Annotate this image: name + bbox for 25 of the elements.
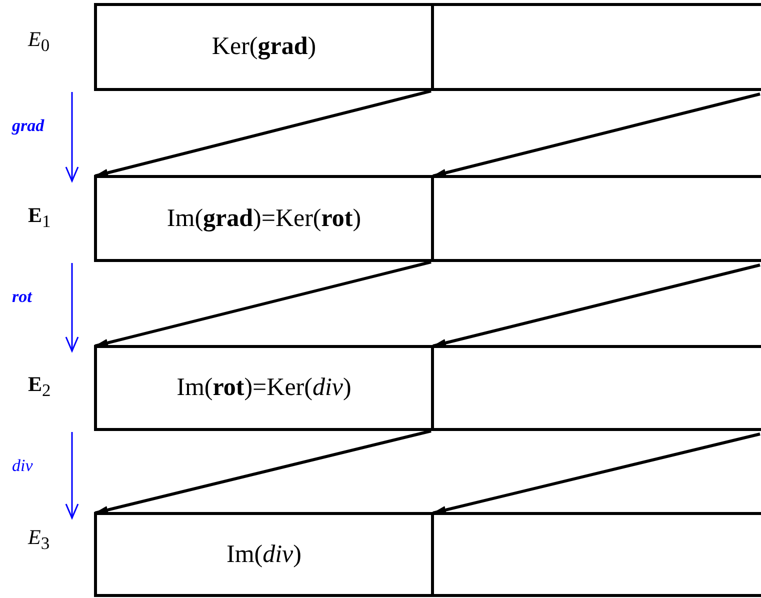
- arrow: [432, 432, 760, 514]
- map-label: grad: [12, 117, 44, 134]
- space-label: E$_{1}$: [28, 204, 51, 230]
- empty-box: [431, 175, 761, 262]
- subspace-label: Im(div): [226, 540, 302, 568]
- space-label: E$_{2}$: [28, 374, 51, 400]
- arrow: [94, 90, 432, 178]
- subspace-label: Im(grad)=Ker(rot): [166, 204, 362, 232]
- subspace-box: [94, 175, 434, 262]
- space-label: E$_{3}$: [28, 526, 50, 552]
- arrow: [94, 260, 432, 348]
- map-label: div: [12, 457, 33, 474]
- subspace-box: [94, 3, 434, 91]
- map-label: rot: [12, 288, 32, 305]
- arrow: [432, 92, 760, 178]
- arrow: [94, 430, 432, 514]
- empty-box: [431, 512, 761, 597]
- arrow: [432, 264, 760, 348]
- subspace-label: Im(rot)=Ker(div): [176, 374, 352, 402]
- subspace-box: [94, 512, 434, 597]
- subspace-label: Ker(grad): [212, 33, 316, 61]
- empty-box: [431, 3, 761, 91]
- space-label: E$_{0}$: [28, 29, 50, 55]
- empty-box: [431, 345, 761, 431]
- subspace-box: [94, 345, 434, 431]
